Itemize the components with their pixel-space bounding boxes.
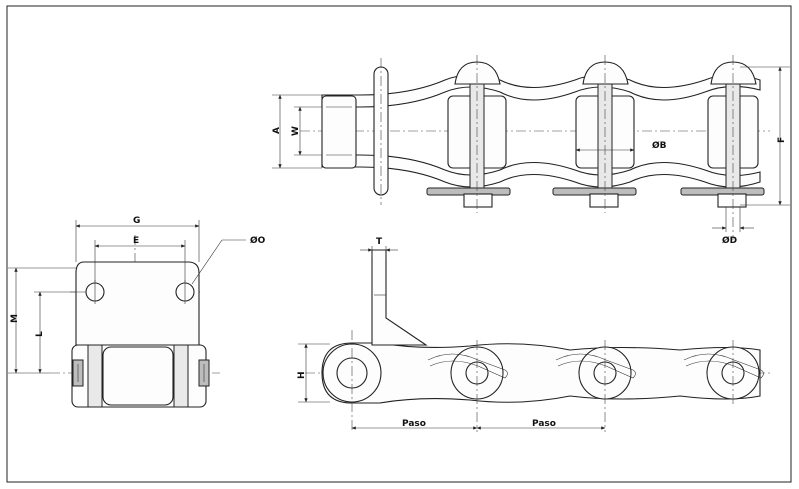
dim-a-label: A xyxy=(272,127,282,134)
dim-w-label: W xyxy=(291,126,301,136)
dim-d-label: ØD xyxy=(722,235,737,246)
drawing-border xyxy=(6,5,792,483)
dim-l-label: L xyxy=(35,331,45,337)
dim-m-label: M xyxy=(10,314,20,323)
front-view: G E ØO M L xyxy=(8,216,266,410)
dim-o-label: ØO xyxy=(250,235,266,246)
dim-f-label: F xyxy=(777,137,787,143)
dim-t-label: T xyxy=(376,237,383,247)
dim-e-label: E xyxy=(133,236,139,246)
dim-paso-1-label: Paso xyxy=(402,419,426,429)
dim-paso-2-label: Paso xyxy=(532,419,556,429)
dim-g-label: G xyxy=(133,216,140,226)
dim-b-label: ØB xyxy=(652,140,667,151)
dim-h-label: H xyxy=(297,371,307,379)
side-view: T H Paso Paso xyxy=(297,237,770,432)
top-view: A W F ØB ØD xyxy=(272,55,790,246)
